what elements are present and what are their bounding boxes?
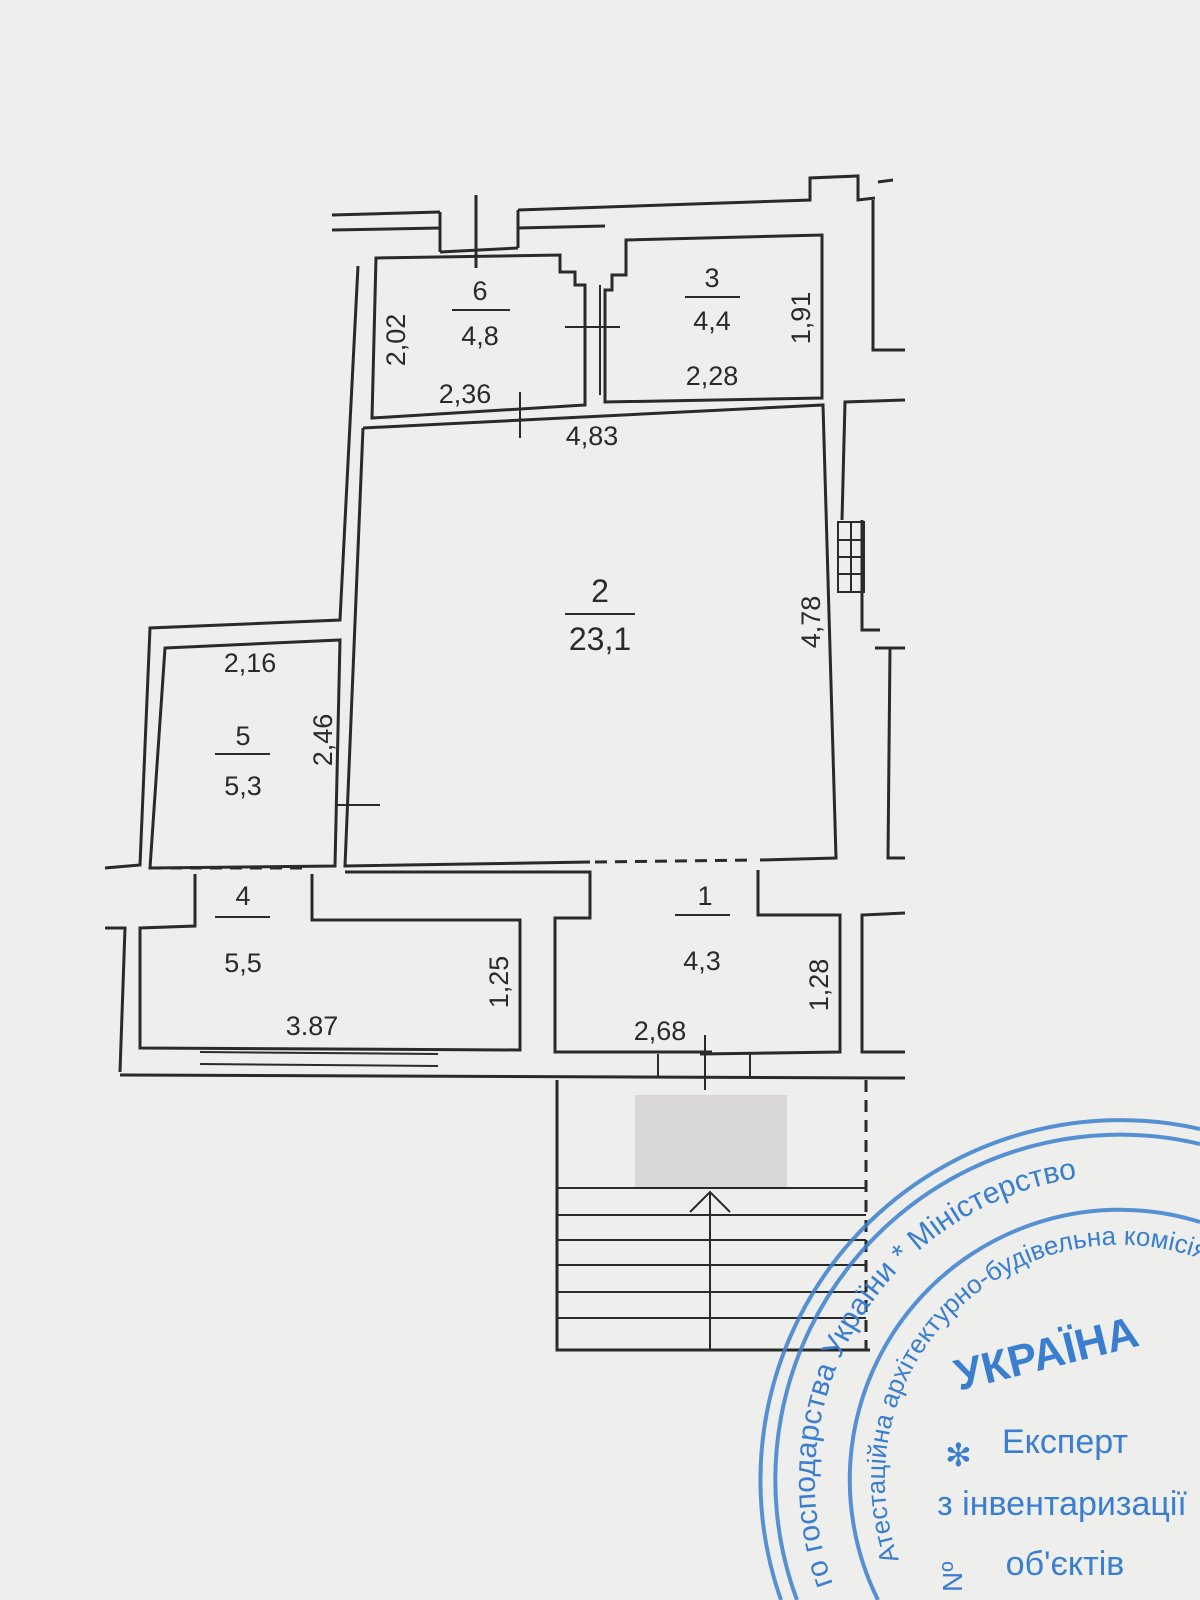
stamp-number-fragment: Nº [937,1562,968,1592]
room-5-number: 5 [235,721,250,751]
room-3-area: 4,4 [693,306,731,336]
dim-r4-width: 3.87 [286,1011,339,1041]
arrow-up-icon [689,1190,731,1350]
stamp-line3: об'єктів [1006,1545,1125,1583]
room-5-area: 5,3 [224,771,262,801]
dim-r1-width: 2,68 [634,1016,687,1046]
room-4 [138,870,712,1054]
room-labels: 1 4,3 2 23,1 3 4,4 4 5,5 5 5,3 6 4,8 [215,263,740,978]
staircase [555,1080,870,1352]
room-2-area: 23,1 [569,621,631,657]
stamp-ring-outer-inner [773,1132,1200,1600]
stamp-ring-middle [847,1207,1200,1600]
dim-r6-height: 2,02 [381,314,411,367]
redacted-area [635,1095,787,1187]
room-1-area: 4,3 [683,946,721,976]
room-2 [337,392,838,868]
room-2-number: 2 [591,573,609,609]
expert-stamp: го господарства України * Міністерство А… [758,1118,1200,1600]
dim-r1-height: 1,28 [804,959,834,1012]
dim-r6-width: 2,36 [439,379,492,409]
stamp-line1: Експерт [1002,1423,1128,1461]
dim-r3-width: 2,28 [686,361,739,391]
room-3-number: 3 [704,263,719,293]
outer-walls [104,174,906,1080]
room-1 [657,870,842,1090]
dim-r2-height: 4,78 [796,596,826,649]
dim-r4-height: 1,25 [484,956,514,1009]
dim-r5-height: 2,46 [308,714,338,767]
stamp-star-icon: ✻ [945,1437,972,1473]
room-6-number: 6 [472,276,487,306]
room-6-area: 4,8 [461,321,499,351]
room-6 [370,253,620,420]
dim-r2-width: 4,83 [566,421,619,451]
dimension-labels: 2,02 2,36 1,91 2,28 4,83 4,78 2,16 2,46 … [224,292,834,1046]
dim-r3-height: 1,91 [786,292,816,345]
stamp-ring-outer [758,1118,1200,1600]
dim-r5-width: 2,16 [224,648,277,678]
room-1-number: 1 [697,881,712,911]
room-3 [603,233,824,404]
stamp-line2: з інвентаризації [937,1485,1187,1523]
room-5 [148,638,342,870]
room-4-area: 5,5 [224,948,262,978]
room-4-number: 4 [235,881,250,911]
stamp-country: УКРАЇНА [950,1308,1143,1401]
